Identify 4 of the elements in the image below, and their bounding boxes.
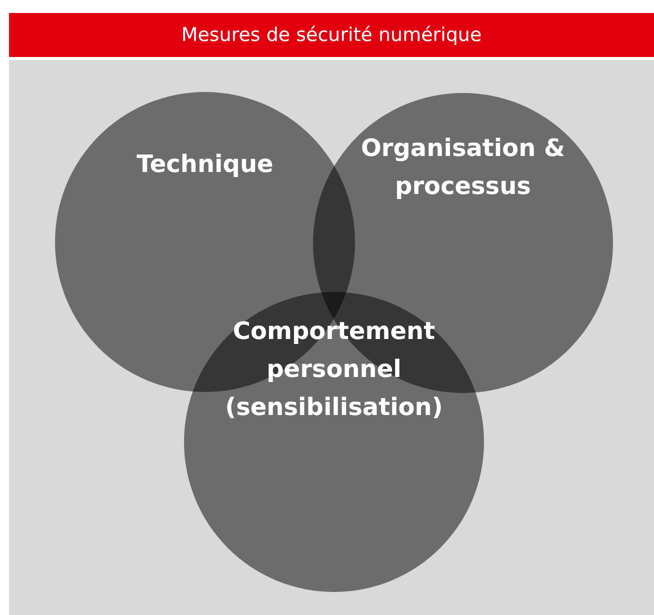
circle-label: Technique <box>136 149 274 180</box>
circle-label: Organisation & processus <box>360 133 566 202</box>
title-banner: Mesures de sécurité numérique <box>9 13 654 57</box>
circle-label: Comportement personnel (sensibilisation) <box>224 316 444 423</box>
